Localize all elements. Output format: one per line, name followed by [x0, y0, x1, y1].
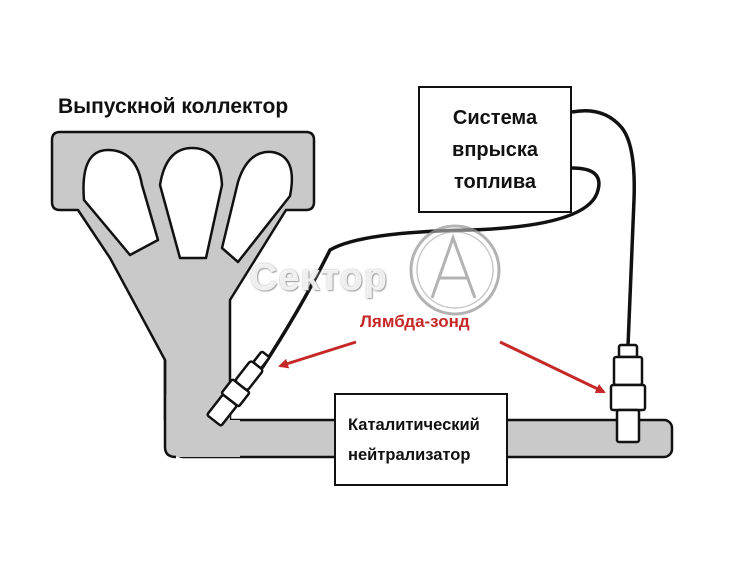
catalyst-label-line-2: нейтрализатор: [348, 445, 471, 464]
watermark-text: Сектор: [250, 257, 389, 299]
fuel-injection-label-line-3: топлива: [454, 170, 536, 193]
catalyst-label-line-1: Каталитический: [348, 415, 480, 434]
sensor-wire-1: [260, 166, 601, 369]
manifold-label: Выпускной коллектор: [58, 95, 289, 118]
fuel-injection-label-line-1: Система: [452, 106, 538, 129]
lambda-sensor-label: Лямбда-зонд: [360, 312, 470, 331]
fuel-injection-label-line-2: впрыска: [452, 138, 538, 161]
manifold-elbow-outline: [163, 360, 177, 459]
manifold-runner-3: [220, 150, 294, 264]
sensor-wire-2: [571, 109, 636, 347]
lambda-sensor-downstream: [609, 343, 647, 444]
fuel-injection-box: Система впрыска топлива: [418, 86, 572, 213]
watermark-logo-icon: [409, 224, 501, 316]
manifold-runner-2: [158, 146, 224, 260]
manifold-runner-1: [82, 148, 160, 257]
catalytic-converter-box: Каталитический нейтрализатор: [334, 393, 508, 486]
arrow-to-upstream-sensor: [278, 340, 357, 369]
lambda-sensor-upstream: [206, 350, 271, 427]
arrow-to-downstream-sensor: [499, 340, 606, 394]
